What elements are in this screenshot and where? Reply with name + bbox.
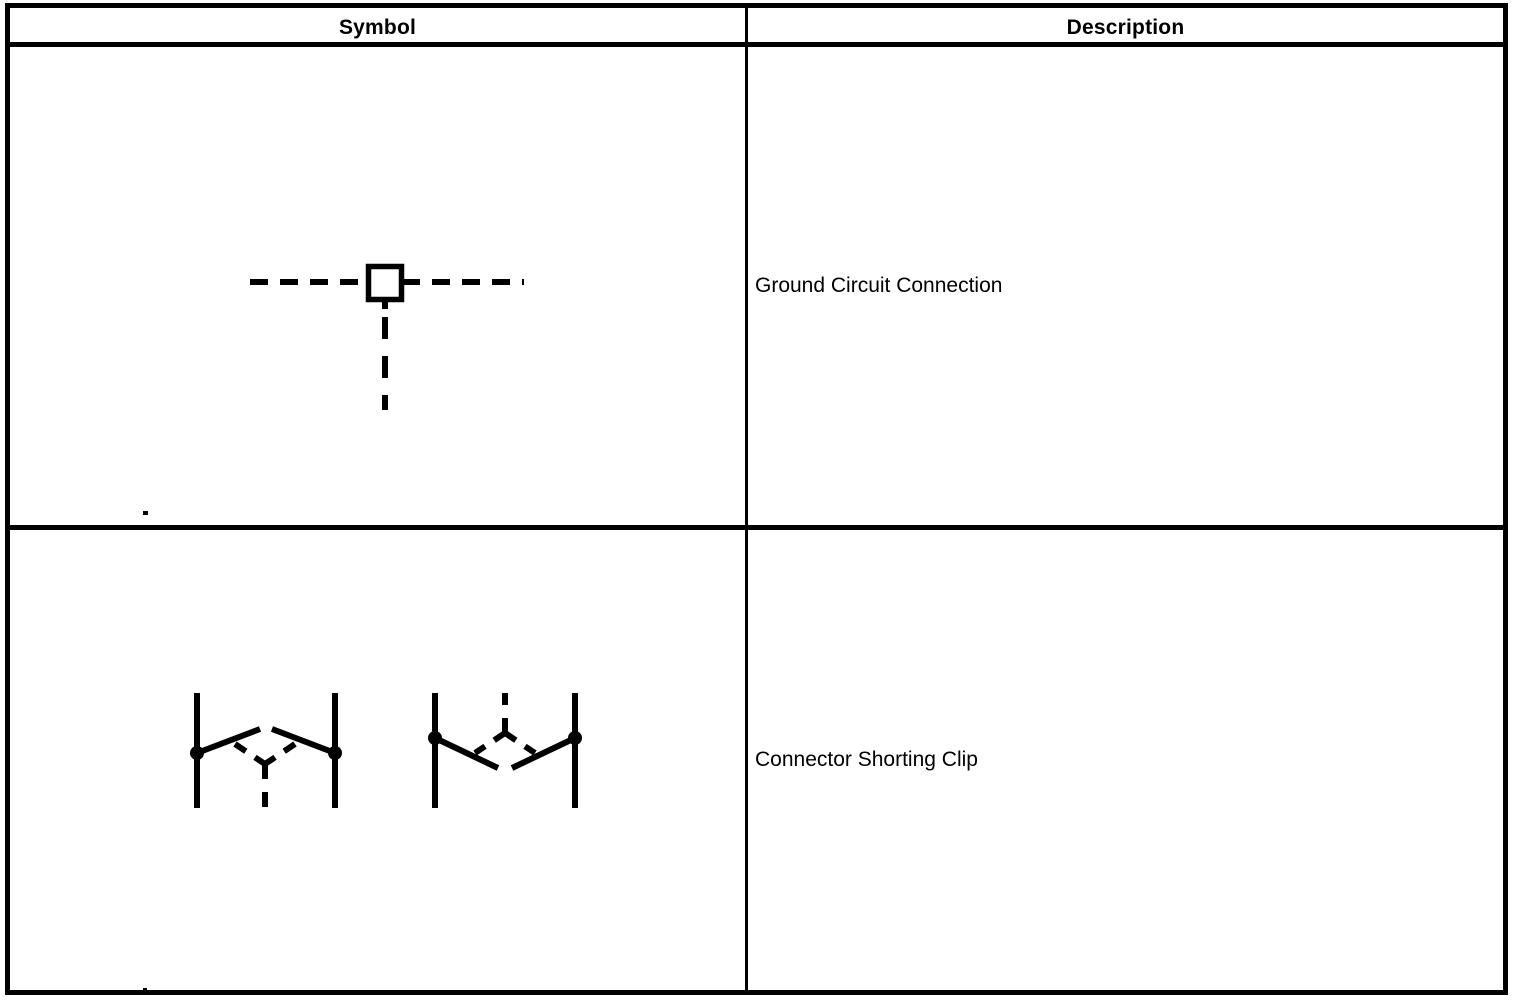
clip-dashed-arm-right [503, 730, 537, 756]
description-text: Connector Shorting Clip [755, 748, 978, 771]
clip-dashed-arm-right [263, 741, 297, 767]
clip-arm-right [510, 735, 577, 771]
table-header-row: Symbol Description [10, 8, 1503, 47]
description-cell: Ground Circuit Connection [748, 47, 1503, 525]
clip-connection-dot-left [428, 731, 442, 745]
table-row: Connector Shorting Clip [10, 530, 1503, 990]
clip-arm-left [195, 726, 262, 756]
clip-dashed-arm-left [473, 730, 507, 756]
symbol-cell [10, 530, 745, 990]
column-header-symbol: Symbol [338, 16, 417, 39]
ground-symbol-graphic [250, 263, 524, 410]
clip-connection-dot-right [328, 746, 342, 760]
description-cell: Connector Shorting Clip [748, 530, 1503, 990]
symbol-cell [10, 47, 745, 525]
scan-speck [143, 988, 147, 991]
scan-speck [143, 511, 148, 515]
description-text: Ground Circuit Connection [755, 274, 1003, 297]
connector-shorting-clip-symbol [180, 688, 350, 828]
clip-arm-left [433, 735, 500, 771]
ground-square-box [365, 263, 405, 303]
clip-connection-dot-left [190, 746, 204, 760]
shorting-clip-graphic-right [428, 693, 582, 808]
table-row: Ground Circuit Connection [10, 47, 1503, 525]
clip-arm-right [270, 726, 337, 756]
clip-connection-dot-right [568, 731, 582, 745]
clip-dashed-arm-left [233, 741, 267, 767]
connector-shorting-clip-symbol-alt [420, 688, 590, 828]
shorting-clip-graphic-left [190, 693, 342, 808]
ground-circuit-connection-symbol [240, 212, 540, 427]
scan-speck [606, 527, 610, 530]
column-divider [745, 8, 748, 990]
symbol-legend-table: Symbol Description [5, 3, 1508, 995]
row-separator [10, 525, 1503, 530]
column-header-description: Description [1066, 16, 1185, 39]
